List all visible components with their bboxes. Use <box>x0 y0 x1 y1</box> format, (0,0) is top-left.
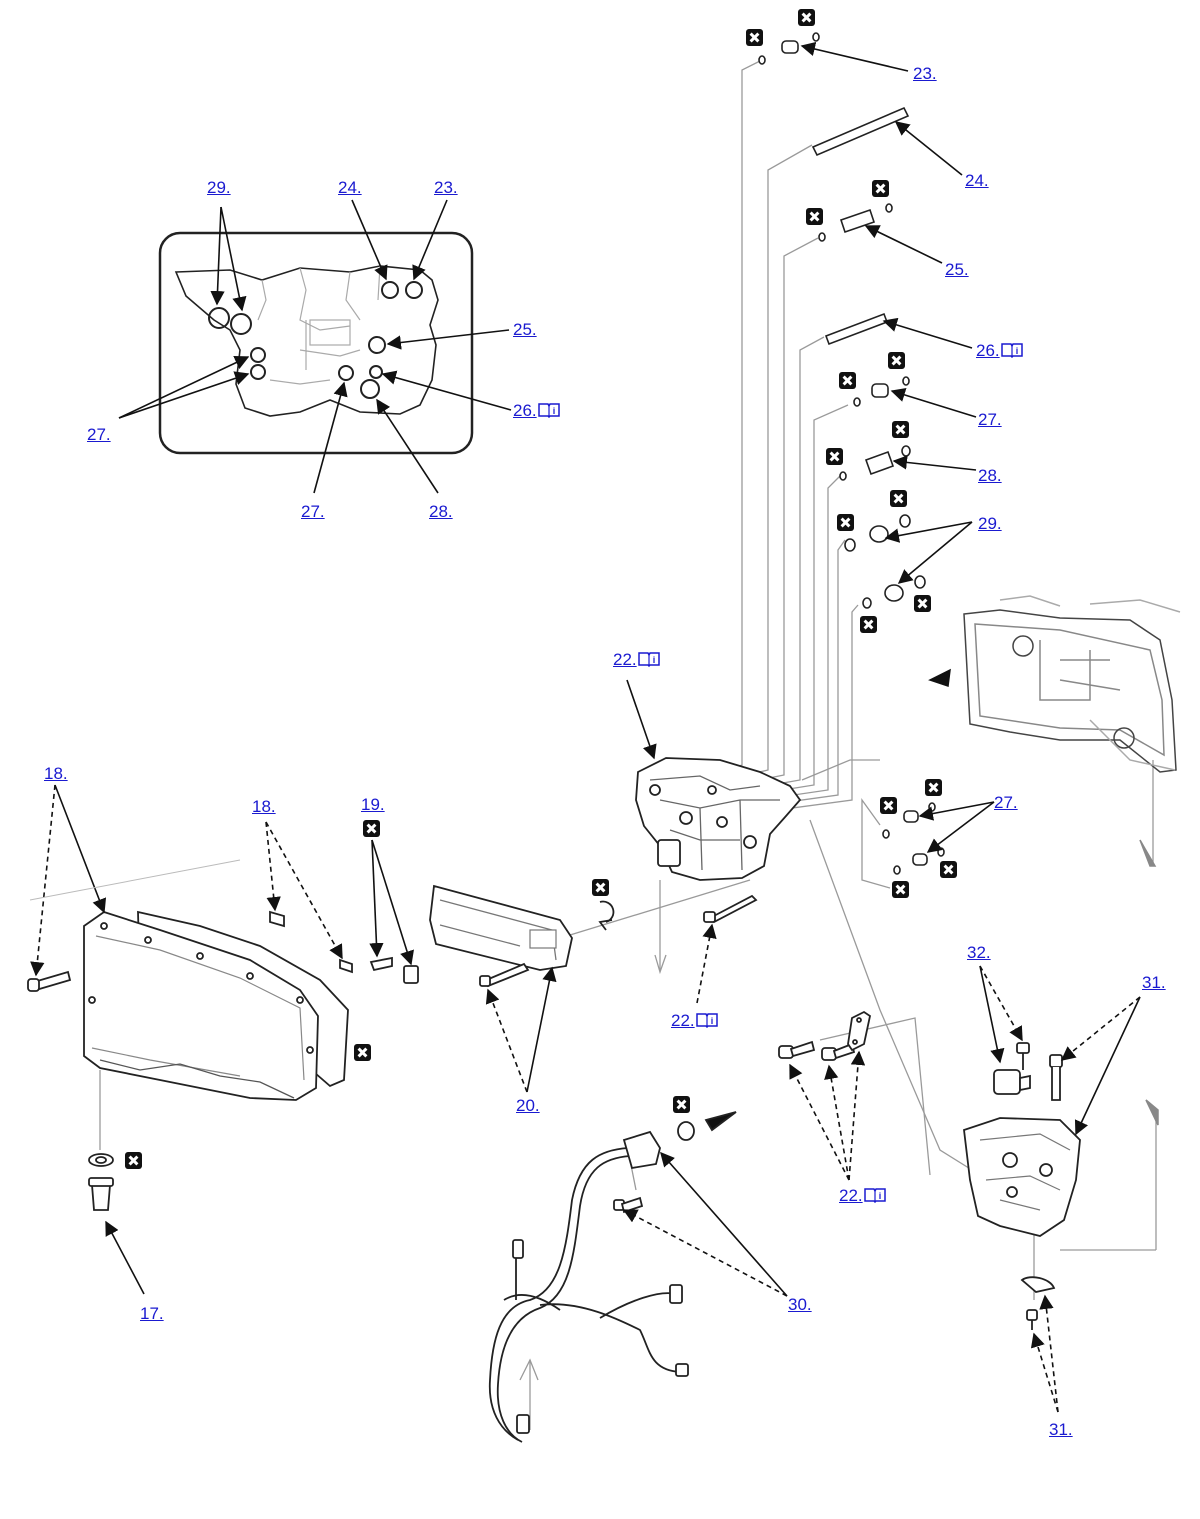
callout-26-inset-text[interactable]: 26. <box>513 401 537 420</box>
svg-text:i: i <box>878 1191 881 1201</box>
svg-text:i: i <box>1015 346 1018 356</box>
x-box-icon <box>354 1044 371 1061</box>
pump-body <box>963 1042 1081 1330</box>
callout-22-top[interactable]: 22. i <box>613 650 660 670</box>
x-box-icon <box>914 595 931 612</box>
callout-26-inset[interactable]: 26. i <box>513 401 560 421</box>
callout-27-lower[interactable]: 27. <box>994 793 1018 812</box>
oil-pan-assembly <box>27 910 419 1211</box>
callout-19[interactable]: 19. <box>361 795 385 814</box>
strainer-assembly <box>429 884 758 988</box>
strainer-leaders <box>485 923 717 1093</box>
callout-25-right[interactable]: 25. <box>945 260 969 279</box>
inset-leaders <box>118 199 512 494</box>
service-manual-book-icon[interactable]: i <box>695 1012 718 1028</box>
x-box-icon <box>860 616 877 633</box>
x-box-icon <box>826 448 843 465</box>
x-box-icon <box>592 879 609 896</box>
service-manual-book-icon[interactable]: i <box>537 402 560 418</box>
small-parts-leaders <box>800 41 995 853</box>
callout-24-right[interactable]: 24. <box>965 171 989 190</box>
transmission-housing <box>928 595 1181 1126</box>
callout-28-right[interactable]: 28. <box>978 466 1002 485</box>
wire-harness <box>488 1111 737 1443</box>
callout-22-top-text[interactable]: 22. <box>613 650 637 669</box>
x-box-icon <box>125 1152 142 1169</box>
x-box-icon <box>940 861 957 878</box>
callout-25-inset[interactable]: 25. <box>513 320 537 339</box>
callout-22-mid[interactable]: 22. i <box>671 1011 718 1031</box>
callout-18-mid[interactable]: 18. <box>252 797 276 816</box>
svg-text:i: i <box>552 406 555 416</box>
service-manual-book-icon[interactable]: i <box>637 651 660 667</box>
callout-18-left[interactable]: 18. <box>44 764 68 783</box>
callout-22-bottom[interactable]: 22. i <box>839 1186 886 1206</box>
callout-27-inset-left[interactable]: 27. <box>87 425 111 444</box>
callout-20[interactable]: 20. <box>516 1096 540 1115</box>
bolts-plate <box>778 1010 872 1061</box>
callout-23-top[interactable]: 23. <box>913 64 937 83</box>
svg-text:i: i <box>710 1016 713 1026</box>
callout-31-bottom[interactable]: 31. <box>1049 1420 1073 1439</box>
x-box-icon <box>673 1096 690 1113</box>
callout-27-inset-bottom[interactable]: 27. <box>301 502 325 521</box>
x-box-icon <box>839 372 856 389</box>
valve-body <box>635 757 802 881</box>
callout-26-right-text[interactable]: 26. <box>976 341 1000 360</box>
x-box-icon <box>892 421 909 438</box>
callout-29-inset[interactable]: 29. <box>207 178 231 197</box>
x-box-icon <box>837 514 854 531</box>
callout-26-right[interactable]: 26. i <box>976 341 1023 361</box>
harness-leaders <box>622 1151 788 1297</box>
callout-28-inset-bottom[interactable]: 28. <box>429 502 453 521</box>
callout-31-top[interactable]: 31. <box>1142 973 1166 992</box>
x-box-icon <box>798 9 815 26</box>
bolts-leaders <box>789 1050 866 1181</box>
svg-text:i: i <box>652 655 655 665</box>
service-manual-book-icon[interactable]: i <box>1000 342 1023 358</box>
callout-27-right[interactable]: 27. <box>978 410 1002 429</box>
x-box-icon <box>892 881 909 898</box>
inset-view <box>158 231 474 455</box>
callout-22-bottom-text[interactable]: 22. <box>839 1186 863 1205</box>
callout-30[interactable]: 30. <box>788 1295 812 1314</box>
callout-29-right[interactable]: 29. <box>978 514 1002 533</box>
callout-24-inset[interactable]: 24. <box>338 178 362 197</box>
callout-23-inset[interactable]: 23. <box>434 178 458 197</box>
x-box-icon <box>806 208 823 225</box>
callout-17[interactable]: 17. <box>140 1304 164 1323</box>
pump-leaders <box>979 965 1141 1413</box>
x-box-icon <box>746 29 763 46</box>
x-box-icon <box>888 352 905 369</box>
callout-32[interactable]: 32. <box>967 943 991 962</box>
x-box-icon <box>363 820 380 837</box>
oil-pan-leaders <box>29 784 414 1295</box>
x-box-icon <box>890 490 907 507</box>
x-box-icon <box>880 797 897 814</box>
service-manual-book-icon[interactable]: i <box>863 1187 886 1203</box>
valve-leaders <box>626 679 657 760</box>
callout-22-mid-text[interactable]: 22. <box>671 1011 695 1030</box>
x-box-icon <box>872 180 889 197</box>
x-box-icon <box>925 779 942 796</box>
